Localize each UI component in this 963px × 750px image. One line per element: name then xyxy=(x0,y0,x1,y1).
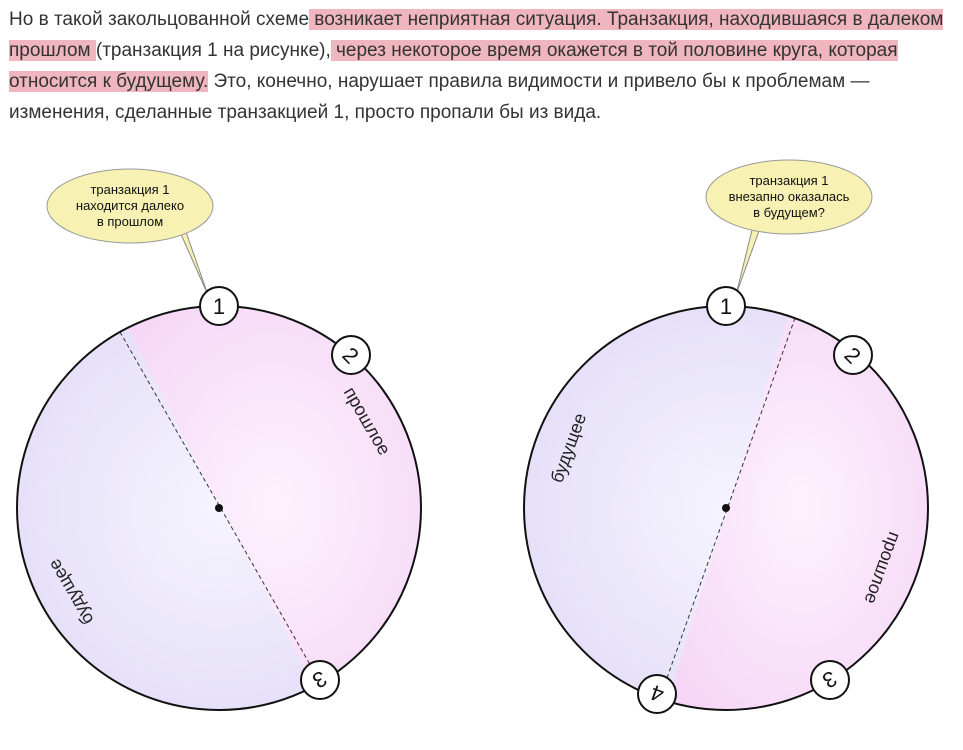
left-bubble-line-1: транзакция 1 xyxy=(90,182,169,197)
ring-diagram-svg: прошлое будущее транзакция 1 находится д… xyxy=(16,159,929,714)
left-divider-line xyxy=(119,331,313,669)
paragraph-segment: Но в такой закольцованной схеме xyxy=(9,9,310,30)
explanation-paragraph: Но в такой закольцованной схеме возникае… xyxy=(9,4,954,128)
right-node-3: 3 xyxy=(810,660,850,700)
right-node-1-label: 1 xyxy=(720,294,732,319)
left-past-half xyxy=(110,306,421,710)
left-ring: прошлое будущее транзакция 1 находится д… xyxy=(16,168,422,711)
right-bubble-line-2: внезапно оказалась xyxy=(729,189,850,204)
paragraph-segment: (транзакция 1 на рисунке), xyxy=(95,40,331,61)
right-node-1: 1 xyxy=(706,286,746,326)
left-node-3: 3 xyxy=(300,660,340,700)
paragraph-highlight: через некоторое время окажется в той пол… xyxy=(330,40,824,61)
right-bubble-tail xyxy=(735,227,761,296)
left-node-2: 2 xyxy=(331,335,371,375)
left-bubble-tail xyxy=(179,231,209,296)
left-bubble-line-3: в прошлом xyxy=(97,214,163,229)
right-past-half xyxy=(662,306,928,710)
paragraph-segment: Это, конечно, нарушает правила видимости… xyxy=(9,71,870,123)
right-bubble-line-1: транзакция 1 xyxy=(749,173,828,188)
right-node-2: 2 xyxy=(833,335,873,375)
left-bubble-line-2: находится далеко xyxy=(76,198,184,213)
right-ring: будущее прошлое транзакция 1 внезапно ок… xyxy=(523,159,929,714)
left-center-dot xyxy=(215,504,223,512)
right-center-dot xyxy=(722,504,730,512)
left-node-1-label: 1 xyxy=(213,294,225,319)
transaction-ring-diagram: прошлое будущее транзакция 1 находится д… xyxy=(0,150,963,745)
right-node-4: 4 xyxy=(637,674,677,714)
left-node-1: 1 xyxy=(199,286,239,326)
left-speech-bubble xyxy=(46,168,214,244)
right-bubble-line-3: в будущем? xyxy=(753,205,825,220)
right-speech-bubble xyxy=(705,159,873,235)
